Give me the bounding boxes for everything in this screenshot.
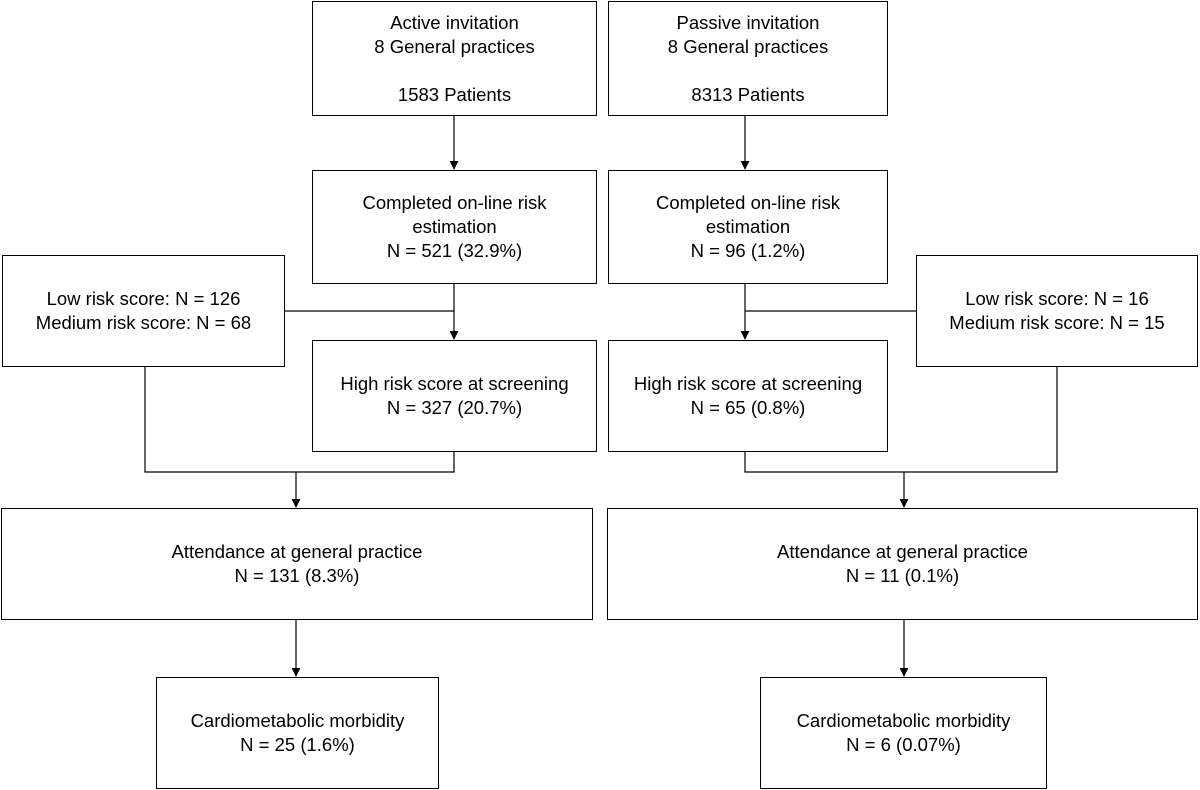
- right-completed-count: N = 96 (1.2%): [690, 240, 806, 261]
- right-low-risk-count: Low risk score: N = 16: [965, 288, 1149, 309]
- right-medium-risk-count: Medium risk score: N = 15: [949, 312, 1165, 333]
- left-attendance-box: Attendance at general practice N = 131 (…: [1, 508, 593, 620]
- right-high-risk-label: High risk score at screening: [633, 373, 863, 394]
- right-low-medium-risk-box: Low risk score: N = 16 Medium risk score…: [916, 255, 1198, 367]
- active-invitation-box: Active invitation 8 General practices 15…: [312, 1, 597, 116]
- active-invitation-patients: 1583 Patients: [397, 84, 512, 105]
- right-completed-label-2: estimation: [705, 216, 791, 237]
- passive-invitation-title: Passive invitation: [676, 12, 820, 33]
- left-high-risk-count: N = 327 (20.7%): [386, 397, 523, 418]
- left-morbidity-label: Cardiometabolic morbidity: [190, 710, 405, 731]
- left-completed-label-1: Completed on-line risk: [362, 192, 547, 213]
- left-completed-label-2: estimation: [412, 216, 497, 237]
- right-attendance-label: Attendance at general practice: [777, 541, 1028, 562]
- left-high-risk-label: High risk score at screening: [340, 373, 569, 394]
- passive-invitation-practices: 8 General practices: [667, 36, 829, 57]
- right-completed-estimation-box: Completed on-line risk estimation N = 96…: [608, 170, 888, 284]
- left-completed-estimation-box: Completed on-line risk estimation N = 52…: [312, 170, 597, 284]
- left-completed-count: N = 521 (32.9%): [386, 240, 523, 261]
- active-invitation-practices: 8 General practices: [374, 36, 535, 57]
- right-morbidity-count: N = 6 (0.07%): [846, 734, 961, 755]
- right-completed-label-1: Completed on-line risk: [655, 192, 841, 213]
- right-attendance-box: Attendance at general practice N = 11 (0…: [607, 508, 1198, 620]
- passive-invitation-patients: 8313 Patients: [691, 84, 805, 105]
- left-morbidity-count: N = 25 (1.6%): [240, 734, 355, 755]
- left-low-risk-count: Low risk score: N = 126: [46, 288, 241, 309]
- left-low-medium-risk-box: Low risk score: N = 126 Medium risk scor…: [2, 255, 285, 367]
- left-attendance-label: Attendance at general practice: [171, 541, 423, 562]
- left-merge-line: [144, 367, 455, 473]
- right-high-risk-count: N = 65 (0.8%): [690, 397, 806, 418]
- left-morbidity-box: Cardiometabolic morbidity N = 25 (1.6%): [156, 677, 439, 789]
- left-attendance-count: N = 131 (8.3%): [234, 565, 360, 586]
- left-medium-risk-count: Medium risk score: N = 68: [35, 312, 252, 333]
- right-attendance-count: N = 11 (0.1%): [845, 565, 960, 586]
- right-morbidity-box: Cardiometabolic morbidity N = 6 (0.07%): [760, 677, 1047, 789]
- right-merge-line: [744, 367, 1058, 473]
- left-high-risk-box: High risk score at screening N = 327 (20…: [312, 340, 597, 452]
- passive-invitation-box: Passive invitation 8 General practices 8…: [608, 1, 888, 116]
- right-high-risk-box: High risk score at screening N = 65 (0.8…: [608, 340, 888, 452]
- right-morbidity-label: Cardiometabolic morbidity: [796, 710, 1011, 731]
- active-invitation-title: Active invitation: [390, 12, 519, 33]
